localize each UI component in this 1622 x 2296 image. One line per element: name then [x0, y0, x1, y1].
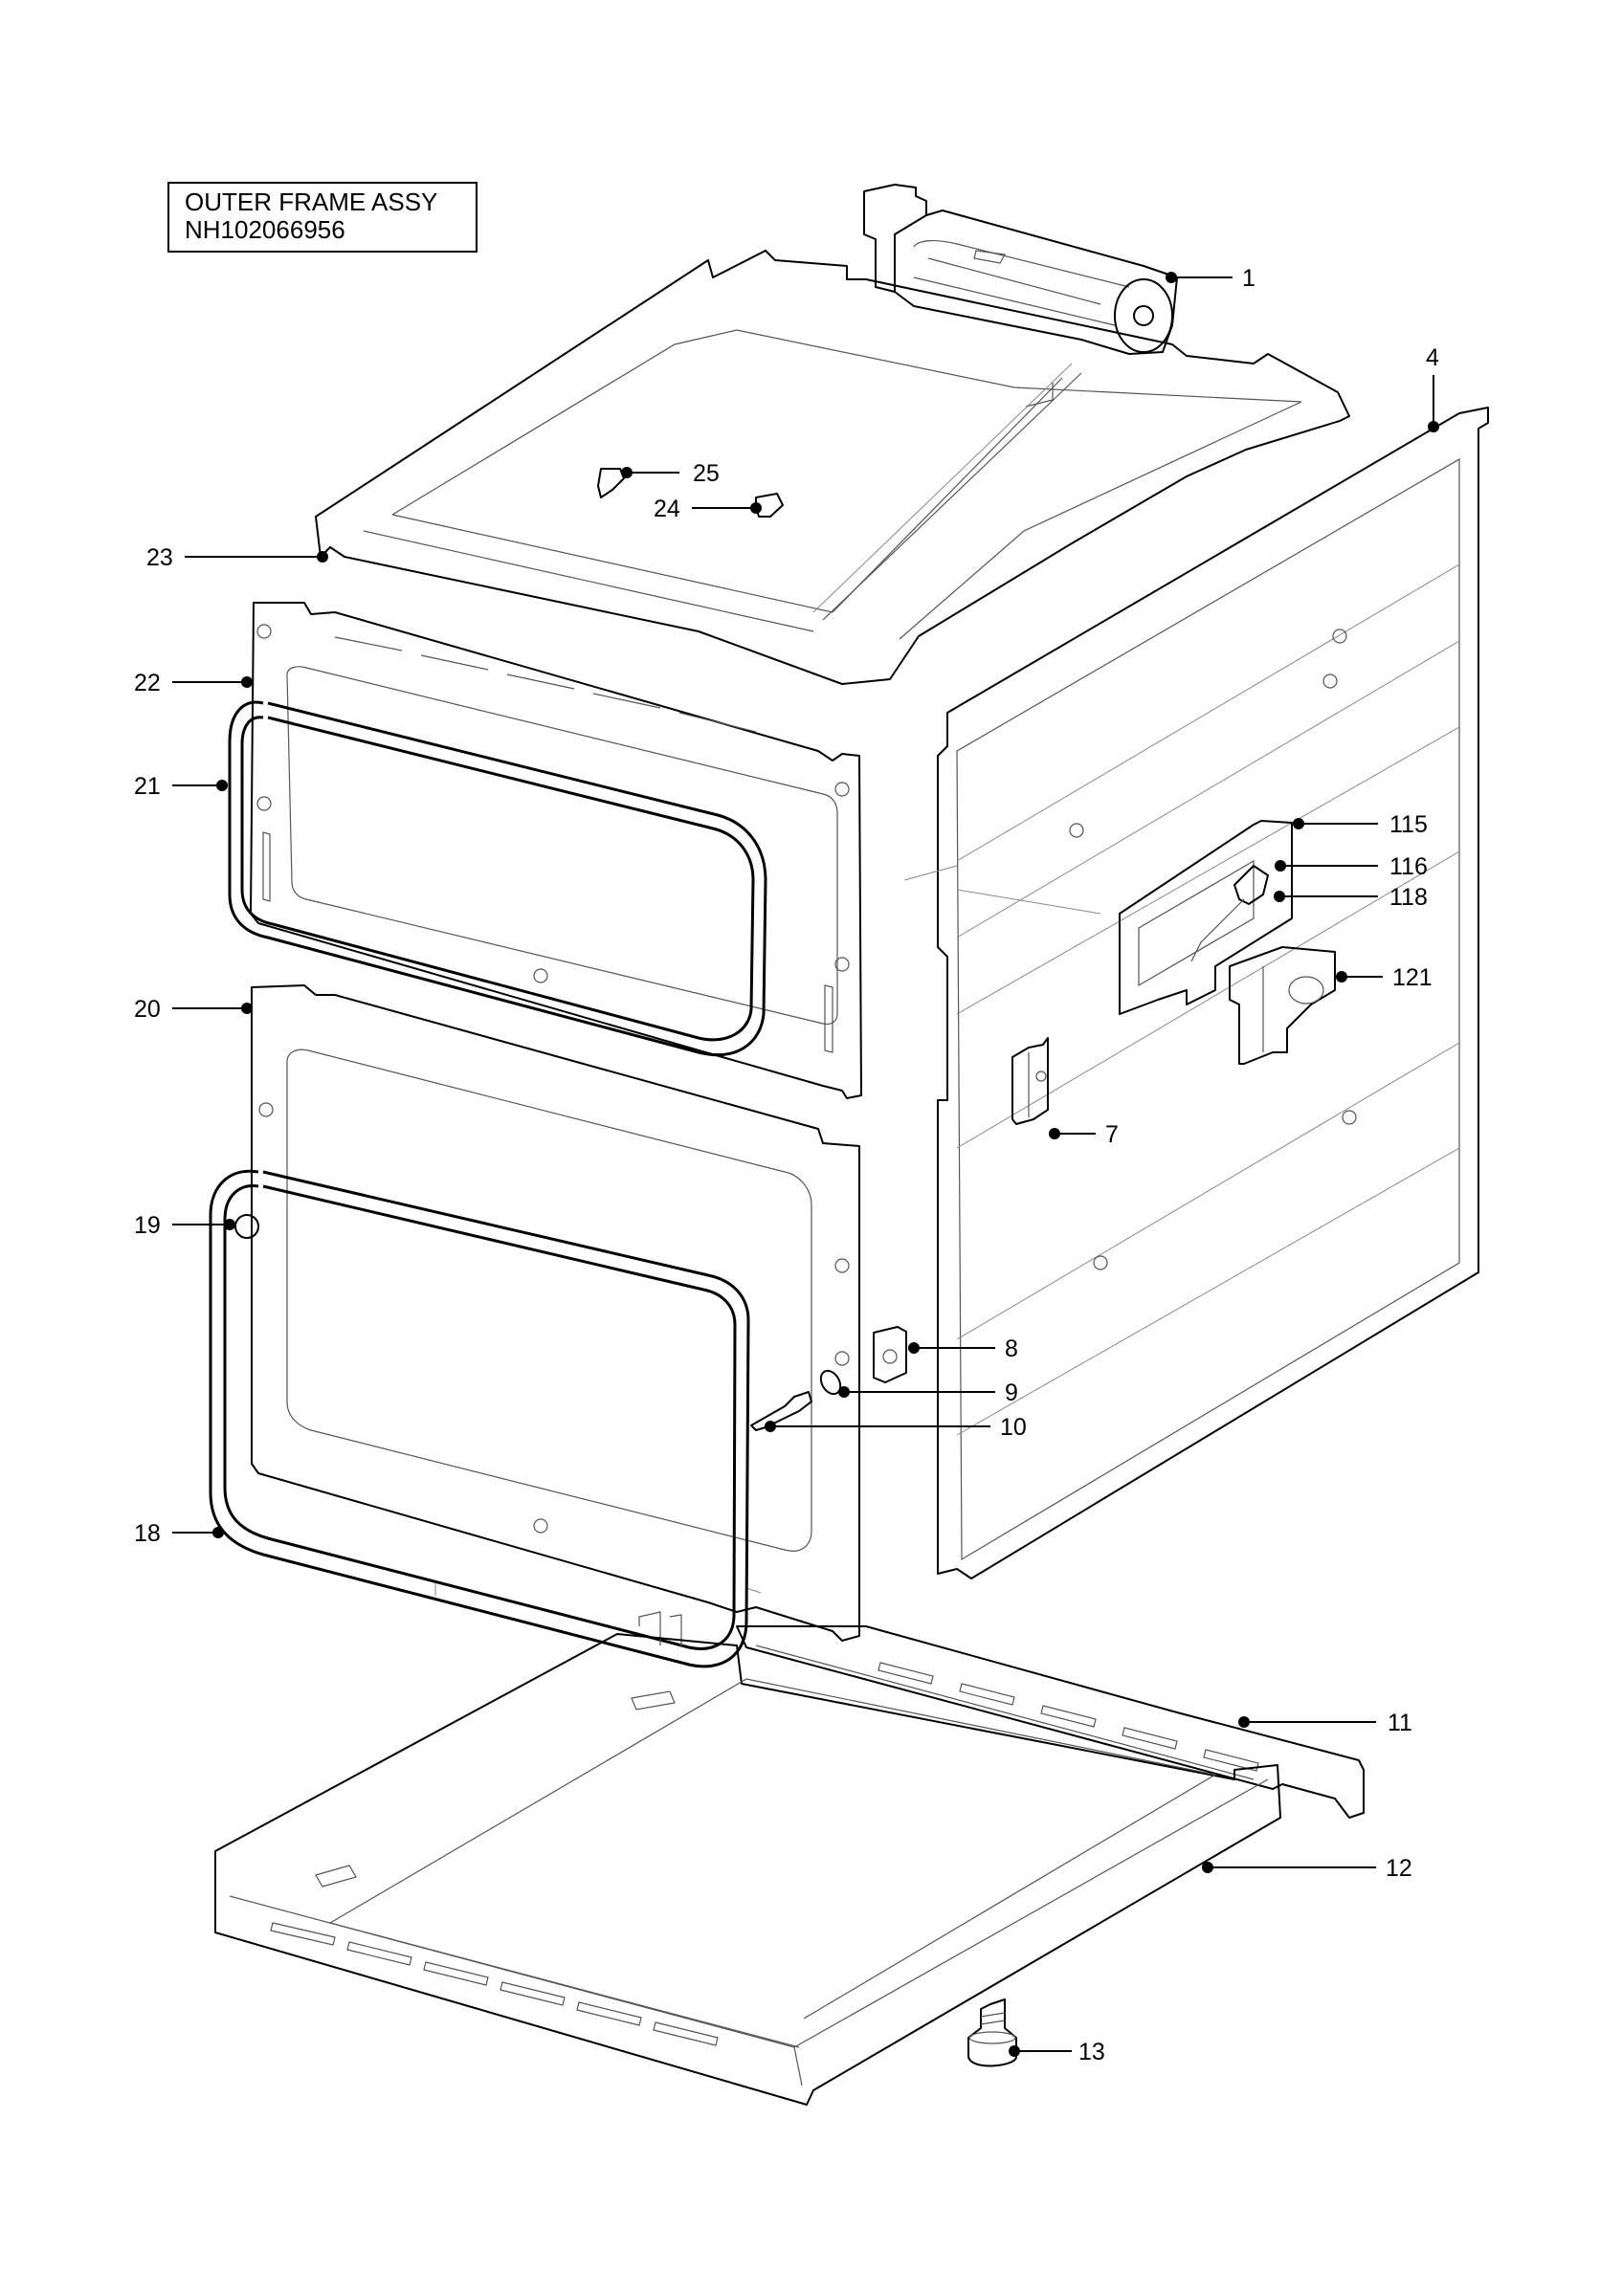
callout-18: 18	[134, 1520, 224, 1547]
lower-door-gasket	[209, 1169, 750, 1668]
callout-label: 10	[1000, 1414, 1027, 1441]
callout-label: 116	[1389, 853, 1428, 880]
lower-front-frame	[251, 984, 860, 1642]
callout-19: 19	[134, 1212, 235, 1239]
callout-label: 121	[1392, 964, 1433, 991]
callout-20: 20	[134, 996, 253, 1023]
callout-label: 20	[134, 996, 161, 1023]
callout-10: 10	[765, 1414, 1027, 1441]
callout-118: 118	[1274, 884, 1428, 911]
control-bracket	[1119, 820, 1293, 1015]
callout-label: 9	[1005, 1380, 1018, 1406]
callout-label: 19	[134, 1212, 161, 1239]
upper-door-gasket	[228, 700, 767, 1057]
side-bracket	[1011, 1037, 1049, 1125]
adjustable-foot	[967, 1998, 1017, 2067]
pin-10	[750, 1391, 812, 1431]
callout-label: 7	[1105, 1121, 1119, 1148]
callout-label: 18	[134, 1520, 161, 1547]
callout-label: 22	[134, 670, 161, 696]
callout-label: 11	[1388, 1710, 1412, 1736]
callout-label: 1	[1242, 265, 1255, 292]
bottom-rail	[736, 1625, 1365, 1819]
callout-label: 12	[1386, 1855, 1412, 1882]
callout-24: 24	[654, 496, 762, 522]
callout-label: 13	[1078, 2039, 1105, 2065]
clip-25	[597, 468, 625, 498]
upper-front-frame	[250, 602, 862, 1099]
callout-23: 23	[146, 544, 328, 571]
plate-8	[873, 1326, 907, 1383]
fan-motor	[863, 184, 1178, 355]
callout-label: 23	[146, 544, 173, 571]
callout-4: 4	[1426, 344, 1439, 432]
callout-label: 21	[134, 773, 161, 800]
assembly-title-box: OUTER FRAME ASSY NH102066956	[167, 182, 478, 253]
grommet-9	[819, 1369, 842, 1396]
callout-label: 4	[1426, 344, 1439, 371]
callout-116: 116	[1275, 853, 1428, 880]
switch-bracket	[1229, 946, 1336, 1065]
callout-12: 12	[1202, 1855, 1412, 1882]
callout-label: 25	[693, 460, 720, 487]
callout-121: 121	[1336, 964, 1433, 991]
side-panel	[903, 407, 1489, 1579]
assembly-part-number: NH102066956	[185, 215, 345, 244]
callout-label: 8	[1005, 1336, 1018, 1362]
callout-8: 8	[908, 1336, 1018, 1362]
callout-label: 24	[654, 496, 680, 522]
callout-7: 7	[1049, 1121, 1119, 1148]
callout-11: 11	[1238, 1710, 1412, 1736]
base-tray	[214, 1633, 1281, 2106]
top-panel	[315, 250, 1350, 685]
callout-22: 22	[134, 670, 253, 696]
assembly-title: OUTER FRAME ASSY	[185, 188, 438, 216]
callout-label: 118	[1389, 884, 1428, 911]
callout-115: 115	[1293, 811, 1428, 838]
callout-13: 13	[1009, 2039, 1105, 2065]
callout-25: 25	[621, 460, 720, 487]
callout-1: 1	[1166, 265, 1255, 292]
callout-21: 21	[134, 773, 228, 800]
callout-label: 115	[1389, 811, 1428, 838]
callout-9: 9	[838, 1380, 1018, 1406]
